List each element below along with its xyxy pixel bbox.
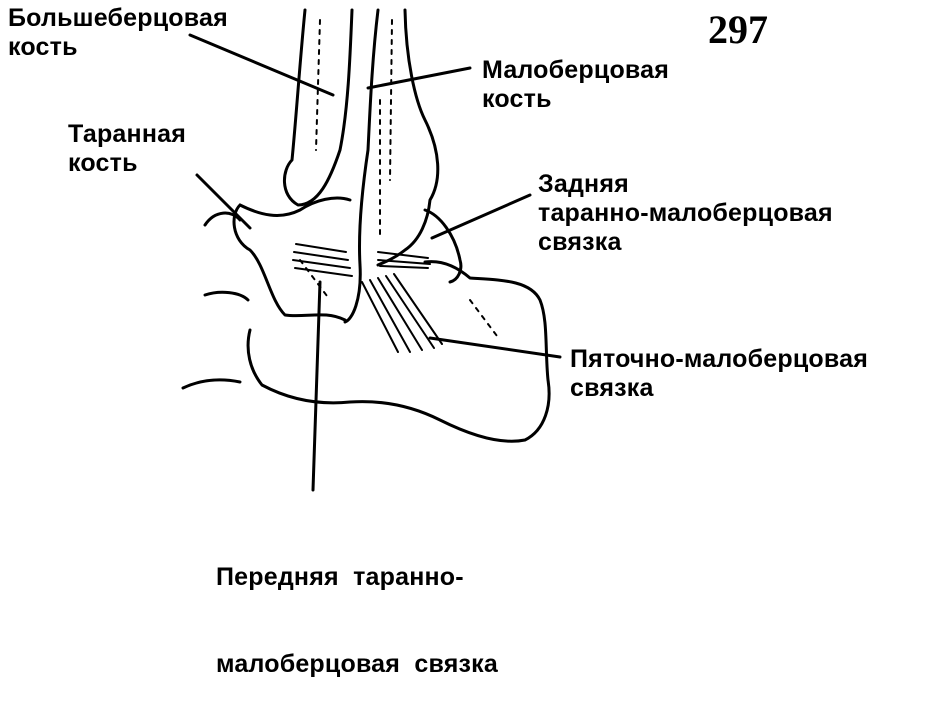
anterior-talofibular-ligament: [292, 243, 353, 277]
leader-fibula: [366, 66, 472, 90]
leader-anterior-talofibular: [311, 280, 322, 492]
bone-texture: [299, 19, 501, 341]
label-talus-line2: кость: [68, 149, 138, 177]
label-tibia-line1: Большеберцовая: [8, 4, 228, 32]
fibula-bone: [343, 8, 440, 324]
label-tibia: Большеберцовая кость: [8, 4, 228, 62]
label-fibula: Малоберцовая кость: [482, 56, 669, 114]
label-fibula-line1: Малоберцовая: [482, 56, 670, 84]
label-calcaneofibular-line1: Пяточно-малоберцовая: [570, 345, 869, 373]
label-fibula-line2: кость: [482, 85, 552, 113]
calcaneus-bone: [246, 260, 551, 443]
leader-posterior-talofibular: [430, 193, 532, 240]
label-tibia-line2: кость: [8, 33, 78, 61]
tibia-bone: [283, 8, 354, 207]
posterior-talofibular-ligament: [377, 251, 431, 269]
forefoot-outline: [181, 208, 463, 390]
label-posterior-talofibular-line1: Задняя: [538, 170, 629, 198]
leader-talus: [195, 173, 252, 230]
label-posterior-talofibular-line2: таранно-малоберцовая: [538, 199, 833, 227]
page-number: 297: [708, 7, 768, 52]
label-talus-line1: Таранная: [68, 120, 187, 148]
leader-tibia: [188, 33, 335, 97]
label-calcaneofibular-line2: связка: [570, 374, 654, 402]
leader-calcaneofibular: [428, 336, 562, 359]
label-posterior-talofibular-line3: связка: [538, 228, 622, 256]
label-anterior-talofibular: Передняя таранно- малоберцовая связка: [216, 505, 498, 708]
talus-neck: [203, 211, 250, 302]
calcaneofibular-ligament: [361, 273, 443, 353]
label-calcaneofibular: Пяточно-малоберцовая связка: [570, 345, 868, 403]
label-anterior-talofibular-line2: малоберцовая связка: [216, 650, 498, 678]
talus-bone: [232, 196, 352, 322]
ankle-ligament-diagram: [181, 8, 562, 492]
label-talus: Таранная кость: [68, 120, 186, 178]
label-anterior-talofibular-line1: Передняя таранно-: [216, 563, 464, 591]
label-posterior-talofibular: Задняя таранно-малоберцовая связка: [538, 170, 833, 257]
